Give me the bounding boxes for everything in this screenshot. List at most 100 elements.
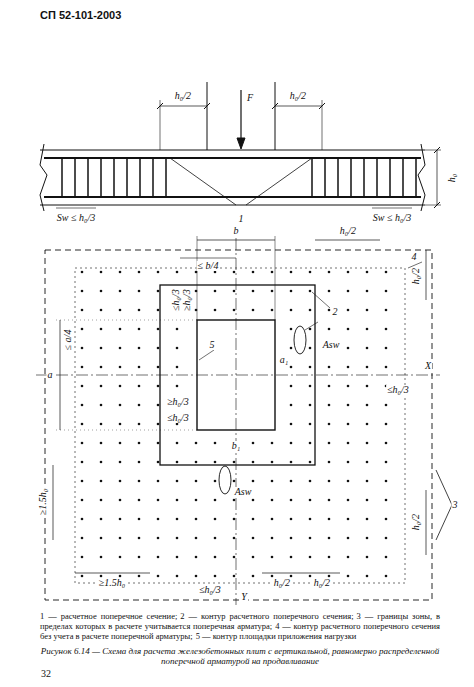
bar-dot bbox=[138, 328, 141, 331]
stirrup bbox=[100, 158, 102, 197]
bar-dot bbox=[214, 518, 217, 521]
bar-dot bbox=[81, 366, 84, 369]
bar-dot bbox=[347, 385, 350, 388]
bar-dot bbox=[271, 499, 274, 502]
force-label: F bbox=[246, 93, 254, 103]
bar-dot bbox=[309, 404, 312, 407]
callout-number: 4 bbox=[411, 252, 418, 262]
bar-dot bbox=[366, 480, 369, 483]
bar-dot bbox=[157, 404, 160, 407]
stirrup bbox=[324, 158, 326, 197]
legend-item: 2 — контур расчетного поперечного сечени… bbox=[180, 611, 353, 621]
bar-dot bbox=[195, 537, 198, 540]
bar-dot bbox=[347, 556, 350, 559]
bar-dot bbox=[157, 480, 160, 483]
bar-dot bbox=[100, 404, 103, 407]
bar-dot bbox=[100, 575, 103, 578]
stirrup bbox=[389, 158, 391, 197]
bar-dot bbox=[290, 556, 293, 559]
bar-dot bbox=[81, 518, 84, 521]
callout-number: 2 bbox=[332, 307, 339, 317]
bar-dot bbox=[138, 499, 141, 502]
bar-dot bbox=[119, 290, 122, 293]
bar-dot bbox=[119, 423, 122, 426]
bar-dot bbox=[328, 499, 331, 502]
bar-dot bbox=[195, 575, 198, 578]
bar-dot bbox=[309, 423, 312, 426]
stirrup bbox=[113, 158, 115, 197]
bar-dot bbox=[176, 385, 179, 388]
bar-dot bbox=[100, 461, 103, 464]
bar-dot bbox=[347, 366, 350, 369]
bar-dot bbox=[157, 461, 160, 464]
bar-dot bbox=[328, 575, 331, 578]
bar-dot bbox=[81, 271, 84, 274]
bar-dot bbox=[176, 271, 179, 274]
bar-dot bbox=[347, 423, 350, 426]
bar-dot bbox=[252, 442, 255, 445]
bar-dot bbox=[100, 366, 103, 369]
bar-dot bbox=[119, 442, 122, 445]
bar-dot bbox=[271, 461, 274, 464]
bar-dot bbox=[252, 518, 255, 521]
bar-dot bbox=[214, 537, 217, 540]
bar-dot bbox=[309, 480, 312, 483]
bar-dot bbox=[328, 290, 331, 293]
bar-dot bbox=[233, 290, 236, 293]
bar-dot bbox=[138, 290, 141, 293]
bar-dot bbox=[290, 309, 293, 312]
bar-dot bbox=[233, 556, 236, 559]
bar-dot bbox=[328, 537, 331, 540]
bar-dot bbox=[385, 537, 388, 540]
bar-dot bbox=[195, 271, 198, 274]
bar-dot bbox=[157, 442, 160, 445]
bar-dot bbox=[309, 385, 312, 388]
bar-dot bbox=[119, 366, 122, 369]
bar-dot bbox=[290, 347, 293, 350]
bar-dot bbox=[100, 309, 103, 312]
bar-dot bbox=[290, 461, 293, 464]
bar-dot bbox=[233, 575, 236, 578]
bar-dot bbox=[328, 309, 331, 312]
stirrup bbox=[363, 158, 365, 197]
bar-dot bbox=[119, 499, 122, 502]
bar-dot bbox=[176, 556, 179, 559]
bar-dot bbox=[157, 537, 160, 540]
bar-dot bbox=[347, 461, 350, 464]
bar-dot bbox=[119, 575, 122, 578]
bar-dot bbox=[100, 347, 103, 350]
legend-item: 1 — расчетное поперечное сечение; bbox=[40, 611, 177, 621]
bar-dot bbox=[309, 575, 312, 578]
bar-dot bbox=[366, 556, 369, 559]
bar-dot bbox=[290, 271, 293, 274]
bar-dot bbox=[138, 480, 141, 483]
bar-dot bbox=[138, 366, 141, 369]
figure-caption: Рисунок 6.14 — Схема для расчета железоб… bbox=[40, 646, 440, 667]
bar-dot bbox=[138, 518, 141, 521]
bar-dot bbox=[119, 271, 122, 274]
bar-dot bbox=[385, 575, 388, 578]
stirrup bbox=[337, 158, 339, 197]
dimension: ≤h₀/3 bbox=[198, 585, 222, 595]
bar-dot bbox=[81, 442, 84, 445]
dimension: h₀/2 bbox=[174, 91, 192, 101]
bar-dot bbox=[176, 347, 179, 350]
bar-dot bbox=[290, 499, 293, 502]
bar-dot bbox=[176, 423, 179, 426]
bar-dot bbox=[252, 537, 255, 540]
bar-dot bbox=[366, 366, 369, 369]
bar-dot bbox=[100, 271, 103, 274]
bar-dot bbox=[385, 328, 388, 331]
bar-dot bbox=[252, 309, 255, 312]
bar-dot bbox=[176, 480, 179, 483]
bar-dot bbox=[385, 290, 388, 293]
bar-dot bbox=[233, 461, 236, 464]
dimension: b₁ bbox=[231, 441, 241, 451]
bar-dot bbox=[157, 499, 160, 502]
bar-dot bbox=[157, 423, 160, 426]
bar-dot bbox=[176, 442, 179, 445]
bar-dot bbox=[157, 328, 160, 331]
bar-dot bbox=[214, 575, 217, 578]
bar-dot bbox=[214, 442, 217, 445]
